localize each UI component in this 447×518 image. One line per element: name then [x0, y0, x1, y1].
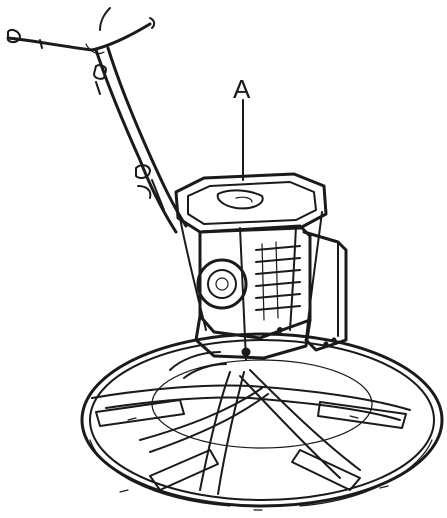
top-guard-frame [174, 172, 328, 234]
engine [194, 224, 348, 360]
handle-grip [6, 7, 156, 55]
ground-marks [119, 485, 389, 511]
guard-ring [80, 332, 444, 508]
blade-arms [91, 369, 411, 495]
callout-label: A [233, 74, 251, 104]
callout-a: A [233, 74, 251, 181]
handle-shaft [94, 46, 188, 234]
